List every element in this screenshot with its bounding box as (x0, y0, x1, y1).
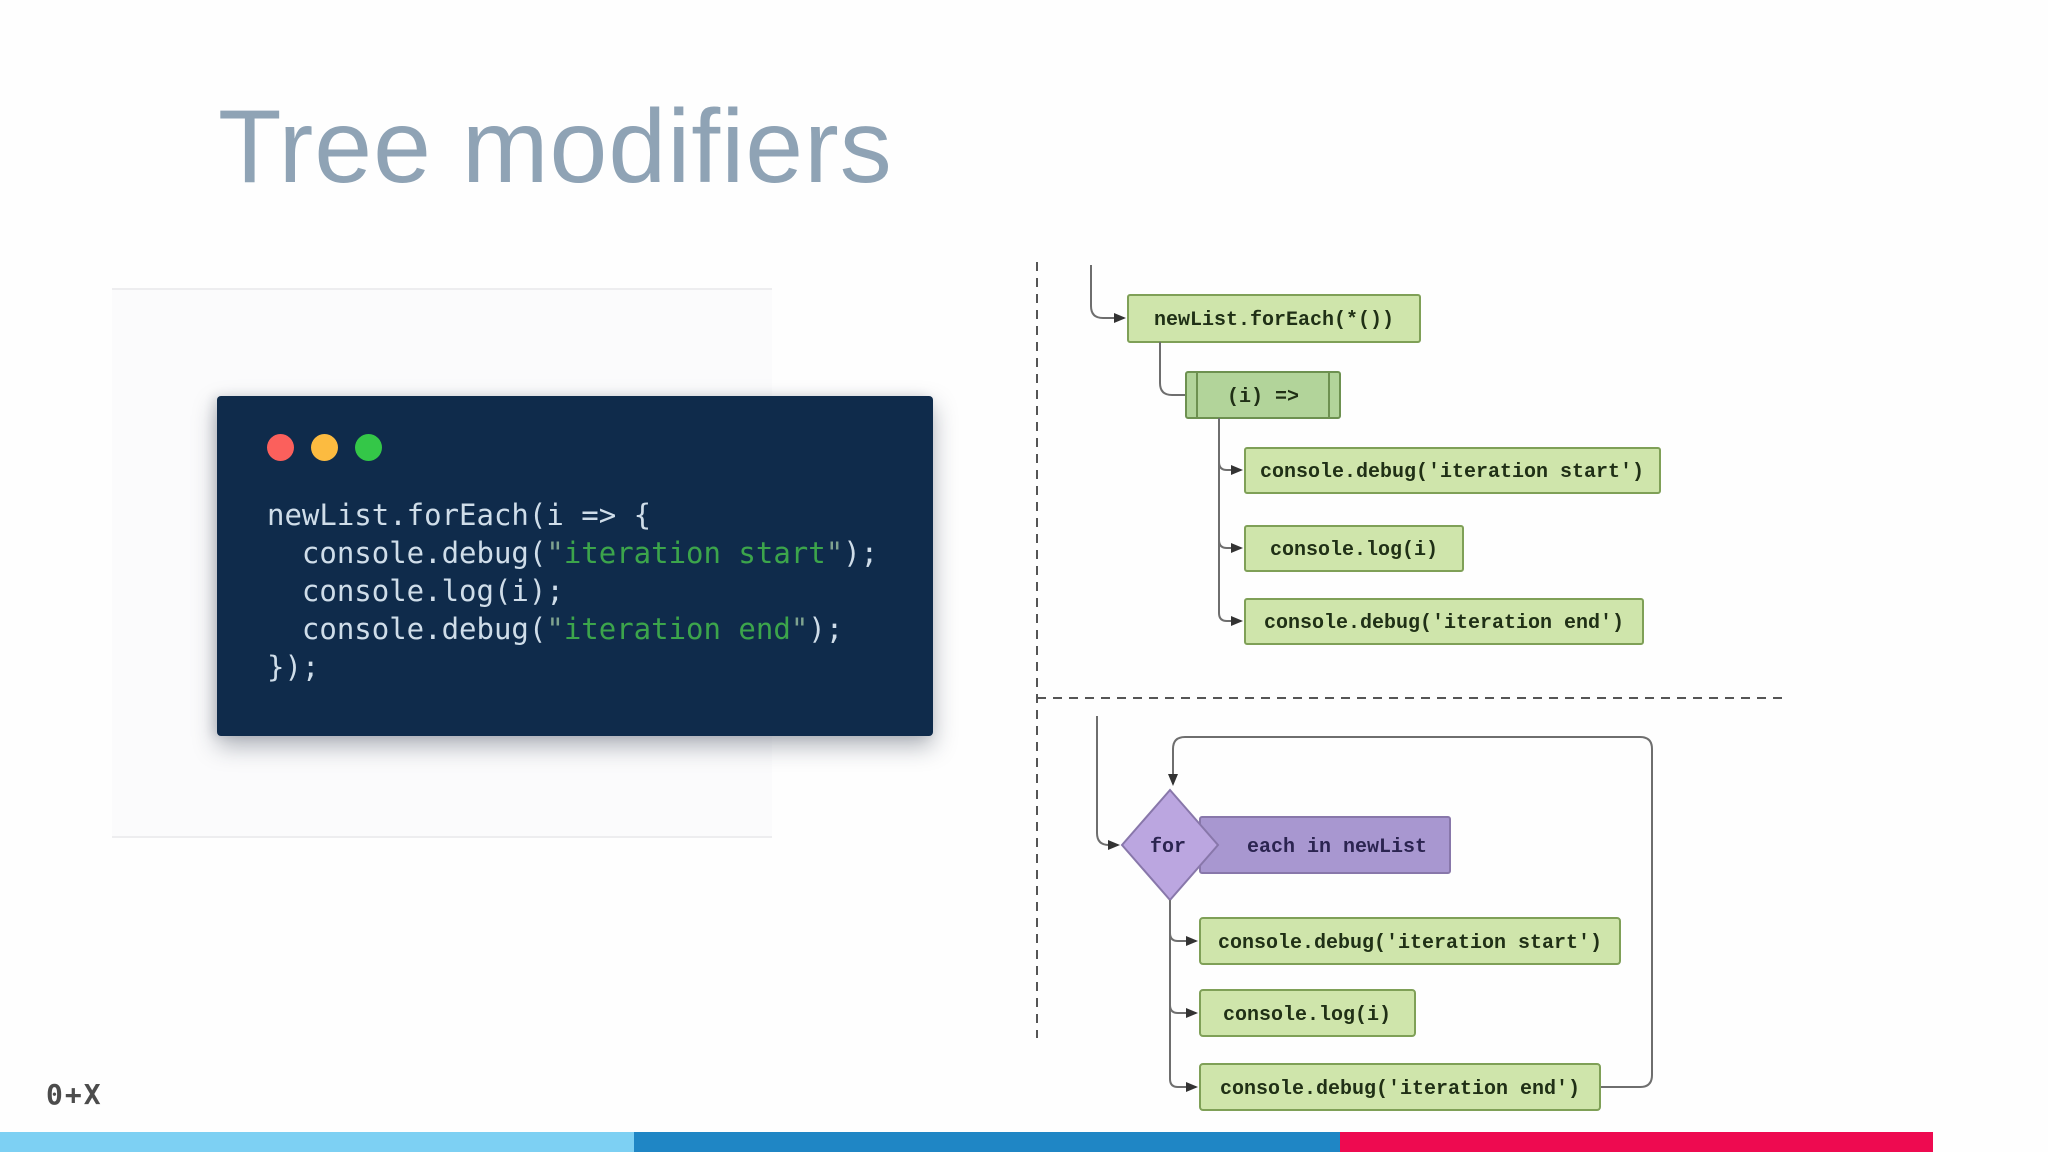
node-for-condition-label: each in newList (1247, 836, 1427, 859)
loop-back-edge (1168, 736, 1653, 1088)
node-lambda-label: (i) => (1227, 386, 1299, 409)
node-debug-start-top (1244, 447, 1661, 494)
node-debug-start-bottom (1199, 917, 1621, 965)
ast-diagrams: newList.forEach(*()) (i) => console.debu… (1036, 262, 1788, 1111)
branch-log-bottom (1169, 1004, 1198, 1018)
node-log-bottom (1199, 989, 1416, 1037)
bar-segment-lightblue (0, 1132, 634, 1152)
code-line-4-pre: console.debug( (267, 612, 547, 646)
string-iteration-end: iteration end (563, 612, 791, 646)
brand-logo: 0+X (46, 1078, 103, 1111)
entry-connector-top (1090, 265, 1126, 323)
string-iteration-start: iteration start (563, 536, 826, 570)
node-debug-end-top-label: console.debug('iteration end') (1264, 612, 1624, 635)
connector-foreach-lambda (1159, 342, 1186, 396)
node-log-top-label: console.log(i) (1270, 539, 1438, 562)
open-quote: " (546, 536, 564, 570)
branch-debug-end-top (1218, 612, 1243, 626)
node-log-bottom-label: console.log(i) (1223, 1004, 1391, 1027)
code-line-1: newList.forEach(i => { (267, 498, 652, 532)
branch-log-top (1218, 539, 1243, 553)
code-line-5: }); (267, 650, 320, 684)
node-debug-start-bottom-label: console.debug('iteration start') (1218, 932, 1602, 955)
branch-debug-end-bottom (1169, 1078, 1198, 1092)
close-quote: " (790, 612, 809, 646)
code-line-2-pre: console.debug( (267, 536, 547, 570)
bar-segment-crimson (1340, 1132, 1933, 1152)
window-traffic-lights (267, 434, 382, 461)
node-foreach (1127, 294, 1421, 343)
code-line-4-post: ); (808, 612, 844, 646)
code-line-3: console.log(i); (267, 574, 564, 608)
branch-debug-start-top (1218, 461, 1243, 475)
close-quote: " (825, 536, 844, 570)
node-foreach-label: newList.forEach(*()) (1154, 309, 1394, 332)
node-debug-end-bottom-label: console.debug('iteration end') (1220, 1078, 1580, 1101)
node-debug-start-top-label: console.debug('iteration start') (1260, 461, 1644, 484)
code-editor-window: newList.forEach(i => { console.debug("it… (217, 396, 933, 736)
for-diamond-label: for (1150, 836, 1186, 859)
bottom-accent-bar (0, 1132, 1933, 1152)
maximize-dot-icon (355, 434, 382, 461)
node-debug-end-top (1244, 598, 1644, 645)
entry-connector-bottom (1096, 716, 1120, 850)
node-log-top (1244, 525, 1464, 572)
code-line-2-post: ); (843, 536, 879, 570)
close-dot-icon (267, 434, 294, 461)
code-snippet: newList.forEach(i => { console.debug("it… (267, 496, 878, 686)
slide-title: Tree modifiers (218, 89, 893, 205)
minimize-dot-icon (311, 434, 338, 461)
node-lambda (1185, 371, 1341, 419)
branch-debug-start-bottom (1169, 932, 1198, 946)
open-quote: " (546, 612, 564, 646)
bar-segment-blue (634, 1132, 1340, 1152)
node-debug-end-bottom (1199, 1063, 1601, 1111)
